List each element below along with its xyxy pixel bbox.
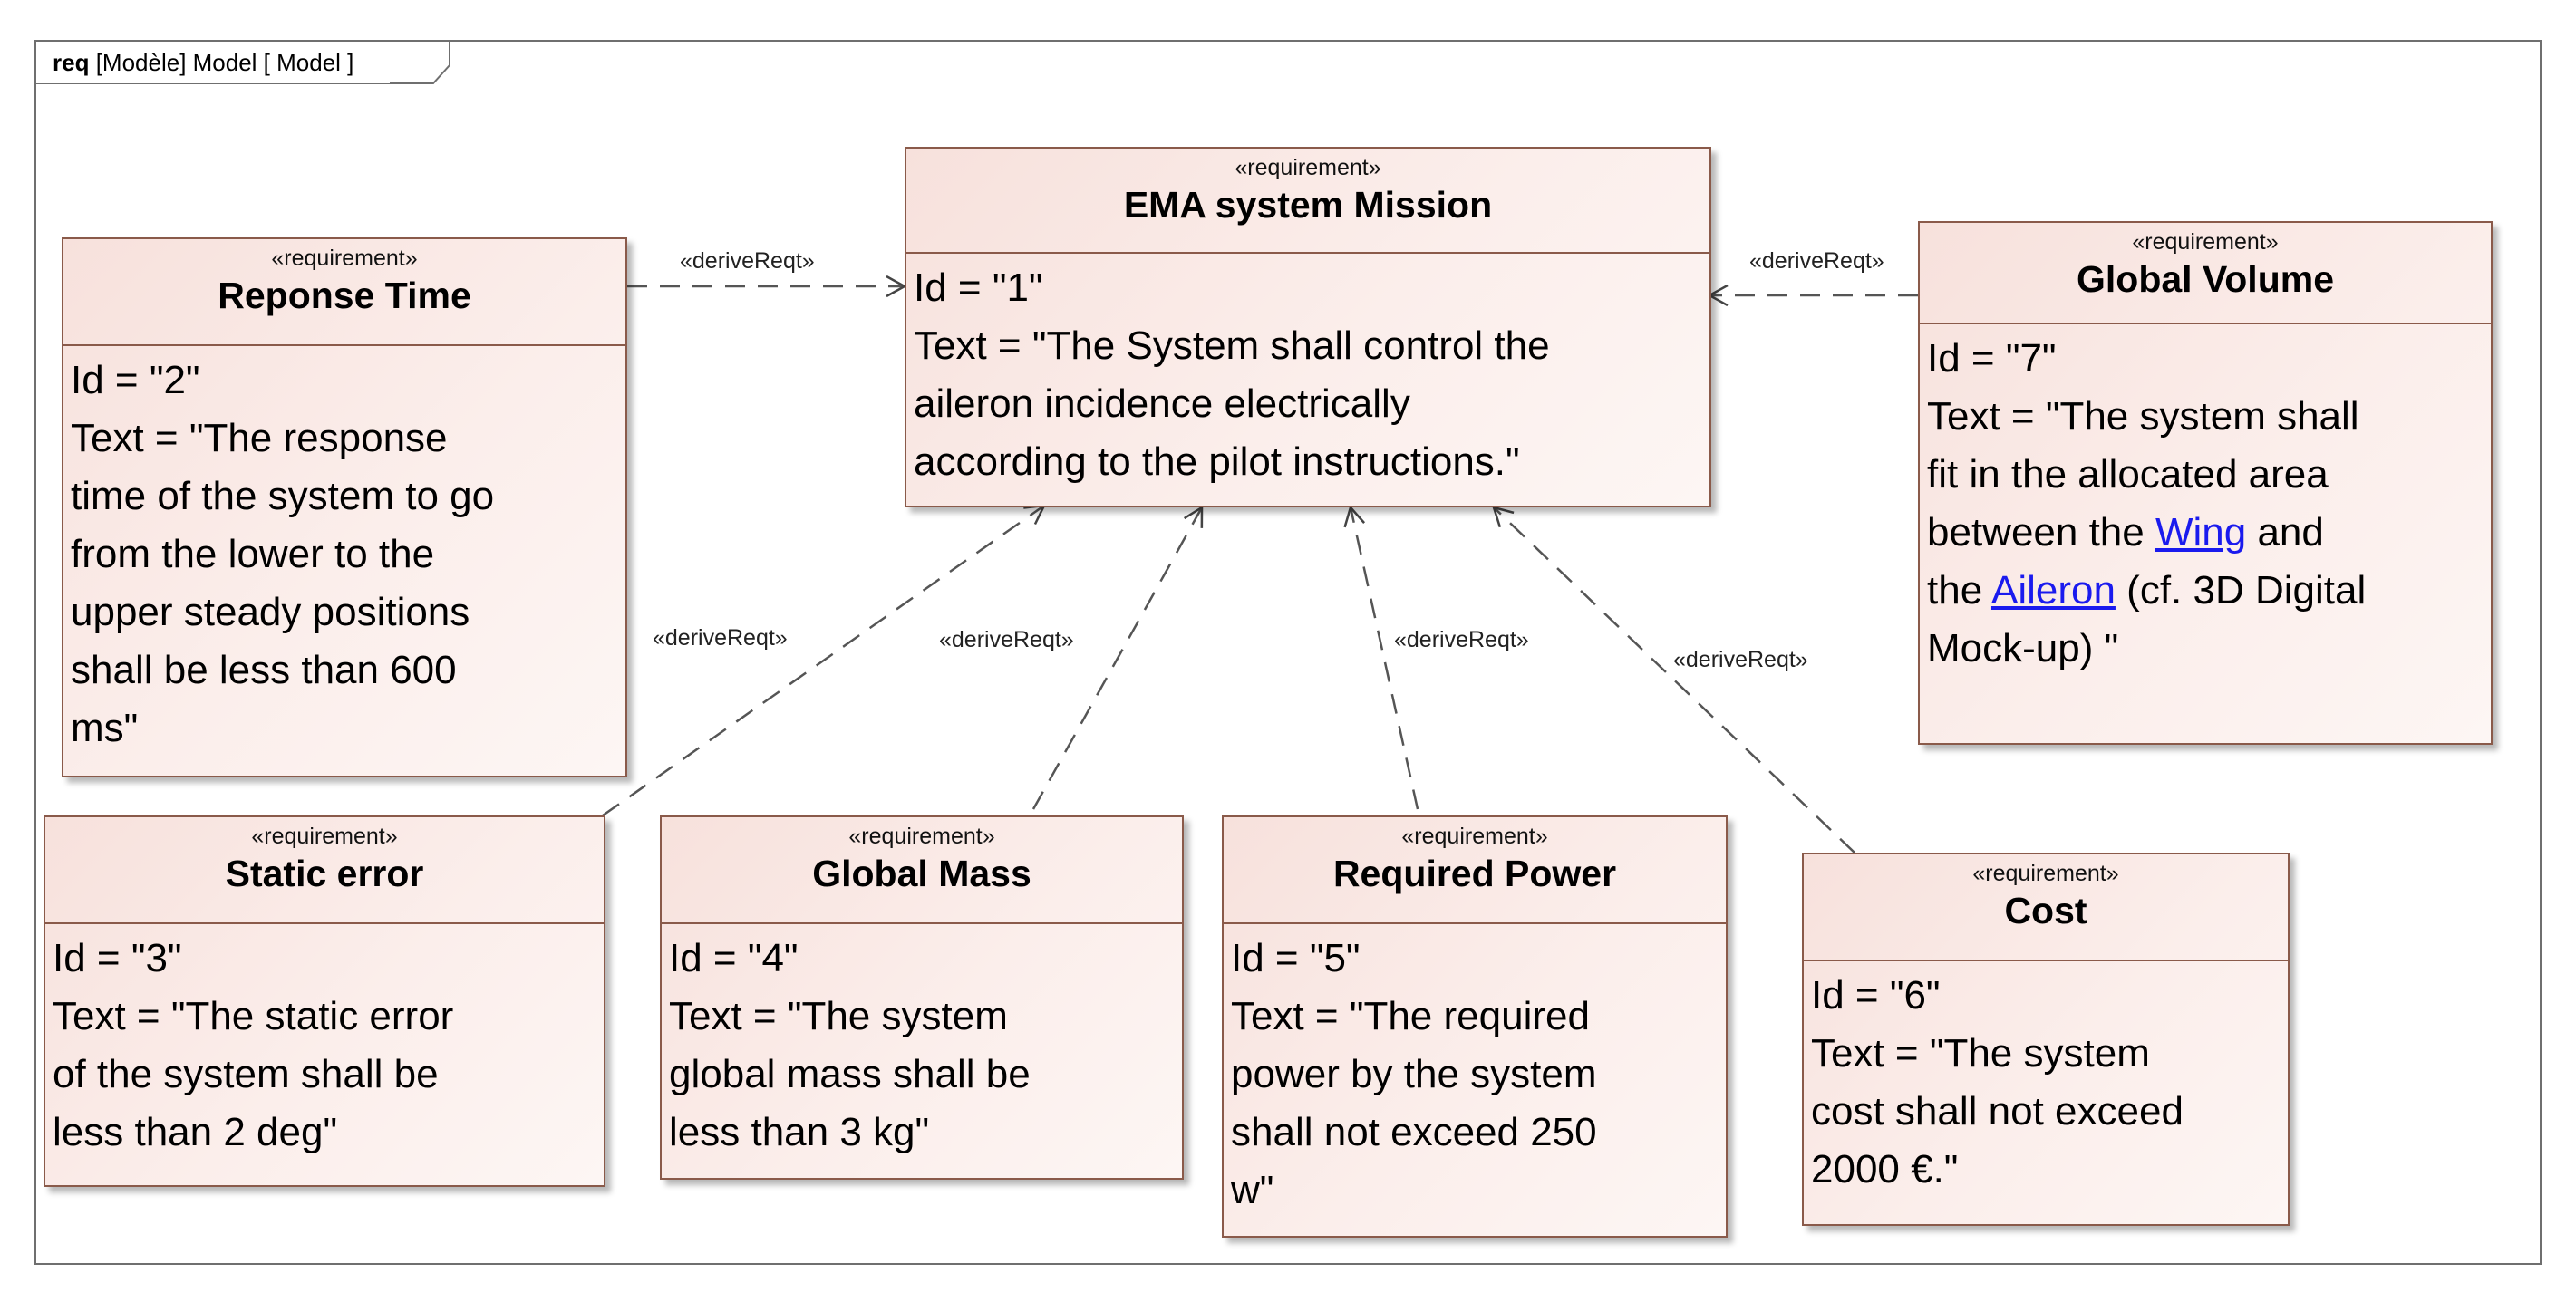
requirement-body: Id = "5" Text = "The required power by t… — [1224, 924, 1726, 1220]
requirement-text-line: shall be less than 600 — [71, 648, 457, 692]
frame-tab-outline — [34, 40, 450, 84]
requirement-text-line: Text = "The system — [669, 994, 1008, 1038]
text-segment: the — [1927, 568, 1991, 613]
requirement-text-line: Text = "The system — [1811, 1031, 2150, 1076]
frame-title: [Modèle] Model [ Model ] — [95, 49, 354, 76]
requirement-text-line: Mock-up) " — [1927, 626, 2119, 670]
edge-static-to-ema — [602, 504, 1047, 817]
requirement-text-line: Text = "The required — [1231, 994, 1590, 1038]
requirement-global-mass[interactable]: «requirement» Global Mass Id = "4" Text … — [660, 815, 1184, 1180]
requirement-text-line: fit in the allocated area — [1927, 452, 2329, 497]
requirement-name: Global Mass — [812, 853, 1031, 894]
stereotype-label: «requirement» — [1235, 155, 1381, 180]
requirement-body: Id = "3" Text = "The static error of the… — [45, 924, 604, 1162]
requirement-id: Id = "7" — [1927, 336, 2057, 381]
wing-link[interactable]: Wing — [2155, 510, 2247, 555]
edge-label-response: «deriveReqt» — [678, 248, 817, 275]
requirement-required-power[interactable]: «requirement» Required Power Id = "5" Te… — [1222, 815, 1728, 1238]
requirement-ema-system-mission[interactable]: «requirement» EMA system Mission Id = "1… — [905, 147, 1711, 507]
stereotype-label: «requirement» — [2132, 229, 2279, 255]
requirement-name: Required Power — [1332, 853, 1617, 894]
text-segment: (cf. 3D Digital — [2115, 568, 2367, 613]
edge-label-volume: «deriveReqt» — [1748, 248, 1886, 275]
requirement-global-volume[interactable]: «requirement» Global Volume Id = "7" Tex… — [1918, 221, 2493, 745]
requirement-text-line: Text = "The response — [71, 416, 448, 460]
requirement-name: Static error — [225, 853, 424, 894]
diagram-frame: req [Modèle] Model [ Model ] — [34, 40, 2542, 1265]
stereotype-label: «requirement» — [271, 246, 418, 271]
requirement-text-line: Text = "The System shall control the — [914, 323, 1550, 368]
requirement-name: Reponse Time — [218, 275, 471, 316]
requirement-header: «requirement» Cost — [1804, 854, 2288, 961]
requirement-body: Id = "7" Text = "The system shall fit in… — [1920, 324, 2491, 678]
requirement-header: «requirement» Required Power — [1224, 817, 1726, 924]
stereotype-label: «requirement» — [1401, 824, 1548, 849]
requirement-body: Id = "6" Text = "The system cost shall n… — [1804, 961, 2288, 1199]
requirement-text-line: the Aileron (cf. 3D Digital — [1927, 562, 2484, 620]
requirement-id: Id = "6" — [1811, 973, 1941, 1018]
requirement-text-line: from the lower to the — [71, 532, 435, 576]
edge-power-to-ema — [1343, 505, 1419, 810]
requirement-text-line: upper steady positions — [71, 590, 470, 634]
frame-keyword: req — [53, 49, 90, 76]
requirement-text-line: w" — [1231, 1168, 1274, 1212]
requirement-header: «requirement» Static error — [45, 817, 604, 924]
requirement-header: «requirement» Global Volume — [1920, 223, 2491, 324]
requirement-body: Id = "1" Text = "The System shall contro… — [906, 254, 1709, 491]
requirement-text-line: time of the system to go — [71, 474, 495, 518]
requirement-name: EMA system Mission — [1123, 184, 1493, 226]
requirement-text-line: less than 3 kg" — [669, 1110, 930, 1154]
requirement-text-line: global mass shall be — [669, 1052, 1031, 1096]
edge-label-static: «deriveReqt» — [651, 625, 789, 651]
stereotype-label: «requirement» — [251, 824, 398, 849]
requirement-text-line: power by the system — [1231, 1052, 1597, 1096]
requirement-header: «requirement» Reponse Time — [63, 239, 625, 346]
stereotype-label: «requirement» — [848, 824, 995, 849]
requirement-text-line: Text = "The static error — [53, 994, 454, 1038]
requirement-text-line: of the system shall be — [53, 1052, 439, 1096]
requirement-id: Id = "4" — [669, 936, 799, 980]
text-segment: and — [2246, 510, 2324, 555]
requirement-text-line: ms" — [71, 706, 139, 750]
text-segment: between the — [1927, 510, 2155, 555]
requirement-text-line: between the Wing and — [1927, 504, 2484, 562]
requirement-cost[interactable]: «requirement» Cost Id = "6" Text = "The … — [1802, 853, 2290, 1226]
requirement-reponse-time[interactable]: «requirement» Reponse Time Id = "2" Text… — [62, 237, 627, 777]
requirement-header: «requirement» Global Mass — [662, 817, 1182, 924]
edge-label-mass: «deriveReqt» — [937, 627, 1076, 653]
frame-label: req [Modèle] Model [ Model ] — [36, 42, 391, 83]
requirement-name: Cost — [2004, 890, 2087, 931]
requirement-name: Global Volume — [2077, 258, 2334, 300]
requirement-text-line: according to the pilot instructions." — [914, 439, 1520, 484]
requirement-text-line: Text = "The system shall — [1927, 394, 2359, 439]
edge-label-power: «deriveReqt» — [1392, 627, 1531, 653]
requirement-text-line: aileron incidence electrically — [914, 381, 1410, 426]
requirement-id: Id = "1" — [914, 265, 1043, 310]
stereotype-label: «requirement» — [1972, 861, 2119, 886]
aileron-link[interactable]: Aileron — [1990, 568, 2116, 613]
edge-mass-to-ema — [1031, 505, 1204, 810]
requirement-text-line: shall not exceed 250 — [1231, 1110, 1597, 1154]
requirement-id: Id = "3" — [53, 936, 182, 980]
edge-cost-to-ema — [1492, 506, 1855, 854]
requirement-body: Id = "2" Text = "The response time of th… — [63, 346, 625, 757]
requirement-text-line: less than 2 deg" — [53, 1110, 338, 1154]
requirement-id: Id = "5" — [1231, 936, 1361, 980]
requirement-body: Id = "4" Text = "The system global mass … — [662, 924, 1182, 1162]
requirement-text-line: 2000 €." — [1811, 1147, 1959, 1191]
requirement-id: Id = "2" — [71, 358, 200, 402]
requirement-header: «requirement» EMA system Mission — [906, 149, 1709, 254]
requirement-static-error[interactable]: «requirement» Static error Id = "3" Text… — [44, 815, 605, 1187]
requirement-text-line: cost shall not exceed — [1811, 1089, 2184, 1134]
edge-label-cost: «deriveReqt» — [1671, 647, 1810, 673]
